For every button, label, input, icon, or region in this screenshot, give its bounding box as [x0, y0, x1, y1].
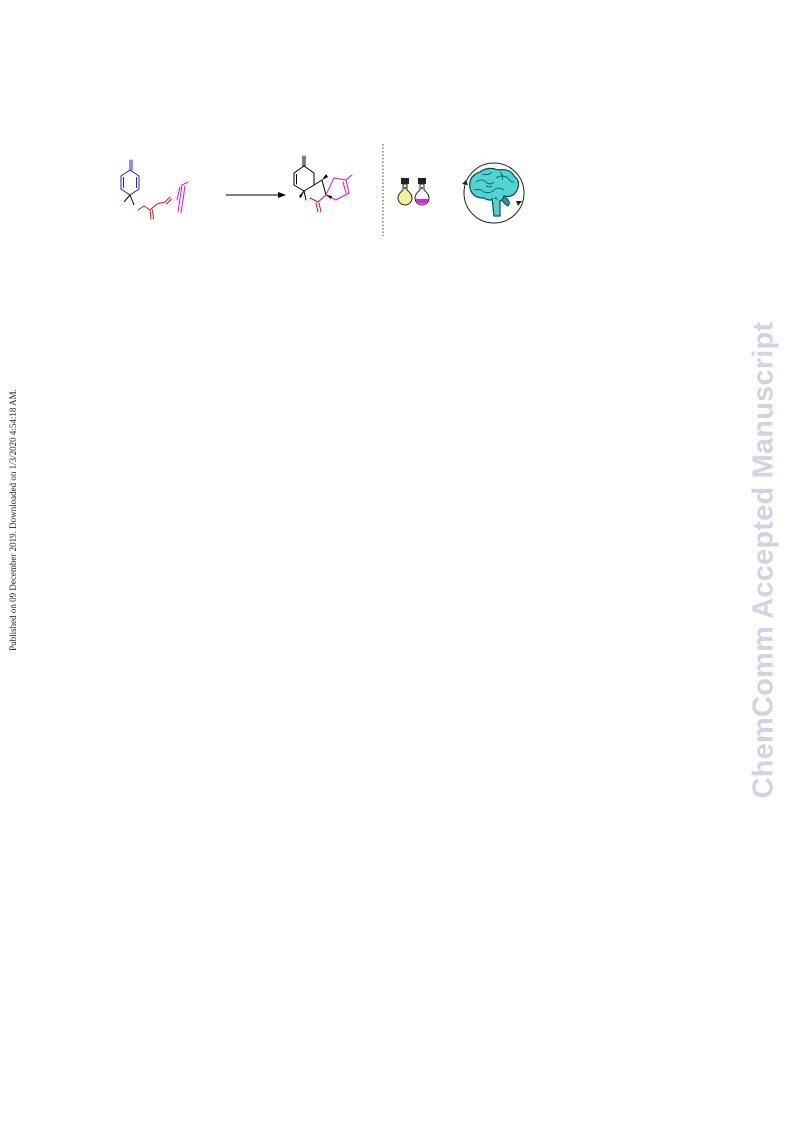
reactant-cyclohexadiene: [120, 159, 140, 196]
brain-cycle-icon: [462, 162, 525, 224]
product-lactone: [309, 194, 327, 213]
product-stereo-wedges: [299, 174, 332, 199]
light-bulb-flask-icon: [397, 178, 430, 206]
reaction-arrow-icon: [226, 192, 286, 198]
reactant-acrylate: [137, 196, 172, 220]
published-date-text: Published on 09 December 2019. Downloade…: [8, 389, 18, 651]
watermark-text: ChemComm Accepted Manuscript: [747, 321, 780, 799]
product-spirocycle: [293, 155, 327, 201]
graphical-abstract: [120, 144, 525, 236]
reactant-methyl: [123, 194, 135, 206]
reactant-allene: [176, 181, 189, 214]
